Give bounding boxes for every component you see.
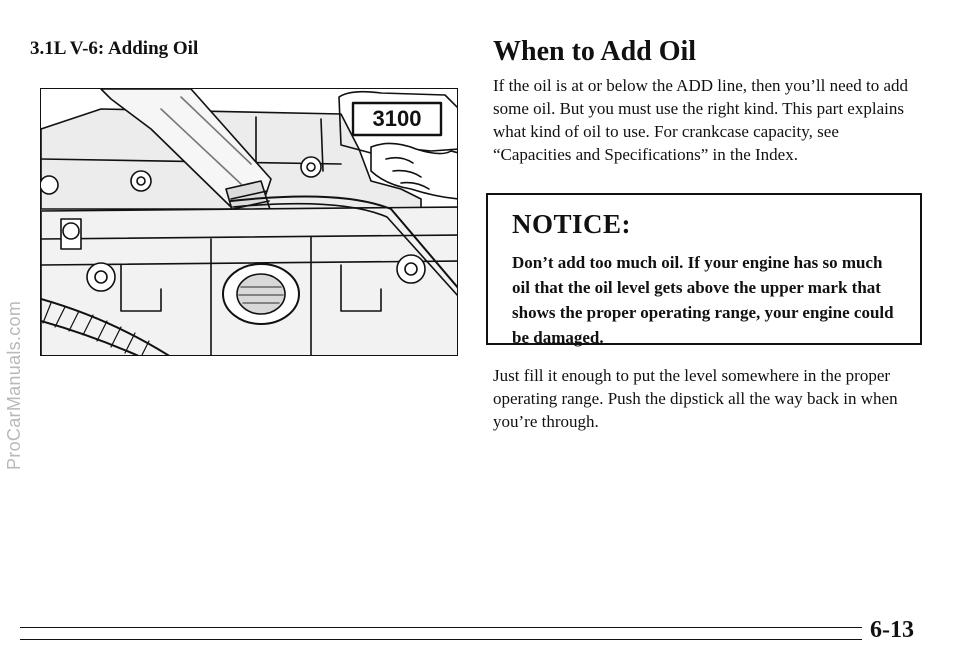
section-heading-adding-oil: 3.1L V-6: Adding Oil: [30, 38, 199, 59]
engine-badge-shape: [338, 90, 457, 154]
engine-badge-label: 3100: [373, 106, 422, 131]
instruction-paragraph: Just fill it enough to put the level som…: [493, 366, 898, 431]
notice-title: NOTICE:: [512, 209, 632, 239]
engine-drawing: 3100: [41, 89, 457, 355]
footer-rule-top: [20, 627, 862, 628]
watermark: ProCarManuals.com: [4, 300, 24, 470]
section-heading-when-to-add-oil: When to Add Oil: [493, 36, 697, 67]
intro-paragraph: If the oil is at or below the ADD line, …: [493, 76, 908, 164]
page-number: 6-13: [870, 617, 914, 643]
engine-oil-fill-illustration: 3100: [40, 88, 458, 356]
footer-rule-bottom: [20, 639, 862, 640]
notice-body: Don’t add too much oil. If your engine h…: [512, 253, 894, 347]
notice-box: NOTICE: Don’t add too much oil. If your …: [486, 193, 922, 347]
